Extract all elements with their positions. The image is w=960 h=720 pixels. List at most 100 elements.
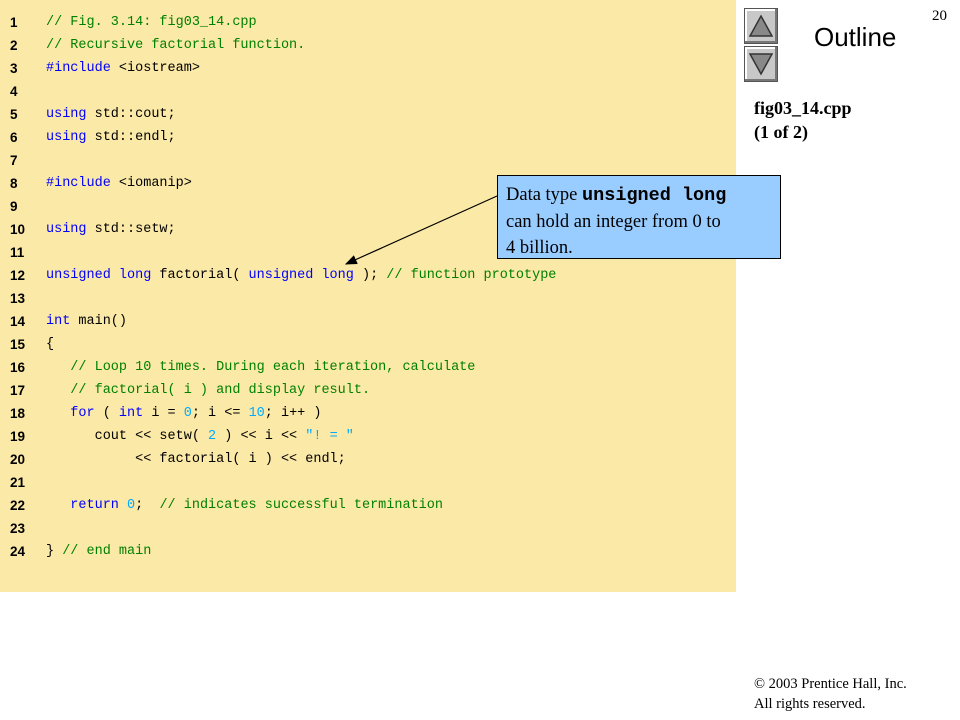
file-part: (1 of 2) bbox=[754, 122, 808, 142]
code-line: 7 bbox=[0, 149, 736, 172]
line-number: 5 bbox=[10, 107, 18, 122]
code-token: ); bbox=[361, 268, 387, 283]
line-number: 24 bbox=[10, 544, 26, 559]
code-panel: 1 // Fig. 3.14: fig03_14.cpp 2 // Recursive… bbox=[0, 0, 736, 592]
code-token: using bbox=[46, 130, 95, 145]
code-token: 0 bbox=[127, 498, 136, 513]
code-line: 9 bbox=[0, 195, 736, 218]
code-line: 12 unsigned long factorial( unsigned long… bbox=[0, 264, 736, 287]
code-text: for ( int i = 0; i <= 10; i++ ) bbox=[46, 402, 321, 425]
code-token: ; i++ ) bbox=[264, 406, 322, 421]
code-token: using bbox=[46, 107, 95, 122]
code-token: factorial( bbox=[159, 268, 249, 283]
code-line: 6 using std::endl; bbox=[0, 126, 736, 149]
code-token: { bbox=[46, 337, 55, 352]
line-number: 17 bbox=[10, 383, 26, 398]
callout-code-term: unsigned long bbox=[582, 185, 727, 206]
code-line: 22 return 0; // indicates successful ter… bbox=[0, 494, 736, 517]
line-number: 8 bbox=[10, 176, 18, 191]
code-text: } // end main bbox=[46, 540, 151, 563]
code-line: 14 int main() bbox=[0, 310, 736, 333]
line-number: 6 bbox=[10, 130, 18, 145]
line-number: 21 bbox=[10, 475, 26, 490]
line-number: 11 bbox=[10, 245, 25, 260]
line-number: 13 bbox=[10, 291, 26, 306]
line-number: 9 bbox=[10, 199, 18, 214]
code-line: 2 // Recursive factorial function. bbox=[0, 34, 736, 57]
code-token: ; i <= bbox=[191, 406, 249, 421]
line-number: 10 bbox=[10, 222, 26, 237]
next-slide-button[interactable] bbox=[744, 46, 778, 82]
line-number: 18 bbox=[10, 406, 26, 421]
code-text: { bbox=[46, 333, 54, 356]
code-line: 15 { bbox=[0, 333, 736, 356]
code-line: 17 // factorial( i ) and display result. bbox=[0, 379, 736, 402]
code-text: // factorial( i ) and display result. bbox=[46, 379, 370, 402]
code-token: ( bbox=[102, 406, 119, 421]
line-number: 2 bbox=[10, 38, 18, 53]
code-token: ; bbox=[135, 498, 160, 513]
callout-box: Data type unsigned long can hold an inte… bbox=[497, 175, 781, 259]
code-token: unsigned long bbox=[46, 268, 160, 283]
code-token: std::setw; bbox=[94, 222, 176, 237]
code-token: // function prototype bbox=[386, 268, 557, 283]
code-line: 19 cout << setw( 2 ) << i << "! = " bbox=[0, 425, 736, 448]
code-token: int bbox=[118, 406, 152, 421]
code-text: #include <iostream> bbox=[46, 57, 200, 80]
down-triangle-icon bbox=[749, 53, 773, 76]
code-text: // Fig. 3.14: fig03_14.cpp bbox=[46, 11, 257, 34]
code-line: 3#include <iostream> bbox=[0, 57, 736, 80]
file-name: fig03_14.cpp bbox=[754, 98, 852, 118]
code-line: 13 bbox=[0, 287, 736, 310]
code-token: std::cout; bbox=[94, 107, 176, 122]
code-token: // Recursive factorial function. bbox=[46, 38, 306, 53]
line-number: 12 bbox=[10, 268, 26, 283]
code-token: std::endl; bbox=[94, 130, 176, 145]
code-token: // Fig. 3.14: fig03_14.cpp bbox=[46, 15, 257, 30]
callout-line-1: Data type unsigned long bbox=[506, 182, 772, 209]
line-number: 20 bbox=[10, 452, 26, 467]
line-number: 16 bbox=[10, 360, 26, 375]
code-token: 0 bbox=[183, 406, 192, 421]
previous-slide-button[interactable] bbox=[744, 8, 778, 44]
code-token: main() bbox=[78, 314, 128, 329]
code-token: // factorial( i ) and display result. bbox=[46, 383, 371, 398]
code-line: 23 bbox=[0, 517, 736, 540]
code-text: << factorial( i ) << endl; bbox=[46, 448, 346, 471]
code-line: 16 // Loop 10 times. During each iterati… bbox=[0, 356, 736, 379]
code-token: for bbox=[46, 406, 103, 421]
code-line: 8 #include <iomanip> bbox=[0, 172, 736, 195]
code-text: using std::setw; bbox=[46, 218, 176, 241]
up-triangle-icon bbox=[749, 14, 773, 37]
copyright-line-1: © 2003 Prentice Hall, Inc. bbox=[754, 676, 907, 692]
code-token: #include bbox=[46, 176, 119, 191]
code-token: 10 bbox=[248, 406, 265, 421]
code-token: // indicates successful termination bbox=[159, 498, 443, 513]
code-text: cout << setw( 2 ) << i << "! = " bbox=[46, 425, 354, 448]
line-number: 23 bbox=[10, 521, 26, 536]
outline-title: Outline bbox=[814, 22, 897, 52]
line-number: 14 bbox=[10, 314, 26, 329]
code-line: 21 bbox=[0, 471, 736, 494]
callout-line-2: can hold an integer from 0 to bbox=[506, 212, 721, 232]
code-text: // Loop 10 times. During each iteration,… bbox=[46, 356, 475, 379]
line-number: 1 bbox=[10, 15, 18, 30]
code-line: 4 bbox=[0, 80, 736, 103]
code-token: << factorial( i ) << endl; bbox=[46, 452, 346, 467]
code-token: unsigned long bbox=[248, 268, 362, 283]
line-number: 22 bbox=[10, 498, 26, 513]
code-line: 1 // Fig. 3.14: fig03_14.cpp bbox=[0, 11, 736, 34]
code-text: // Recursive factorial function. bbox=[46, 34, 305, 57]
code-text: return 0; // indicates successful termin… bbox=[46, 494, 443, 517]
code-token: "! = " bbox=[305, 429, 354, 444]
callout-prefix: Data type bbox=[506, 185, 583, 205]
file-label: fig03_14.cpp (1 of 2) bbox=[754, 96, 852, 144]
code-token: int bbox=[46, 314, 79, 329]
code-token: i = bbox=[151, 406, 184, 421]
code-token: <iostream> bbox=[118, 61, 200, 76]
code-token: #include bbox=[46, 61, 119, 76]
code-token: return bbox=[46, 498, 128, 513]
code-token: <iomanip> bbox=[118, 176, 192, 191]
code-text: using std::endl; bbox=[46, 126, 176, 149]
line-number: 15 bbox=[10, 337, 26, 352]
